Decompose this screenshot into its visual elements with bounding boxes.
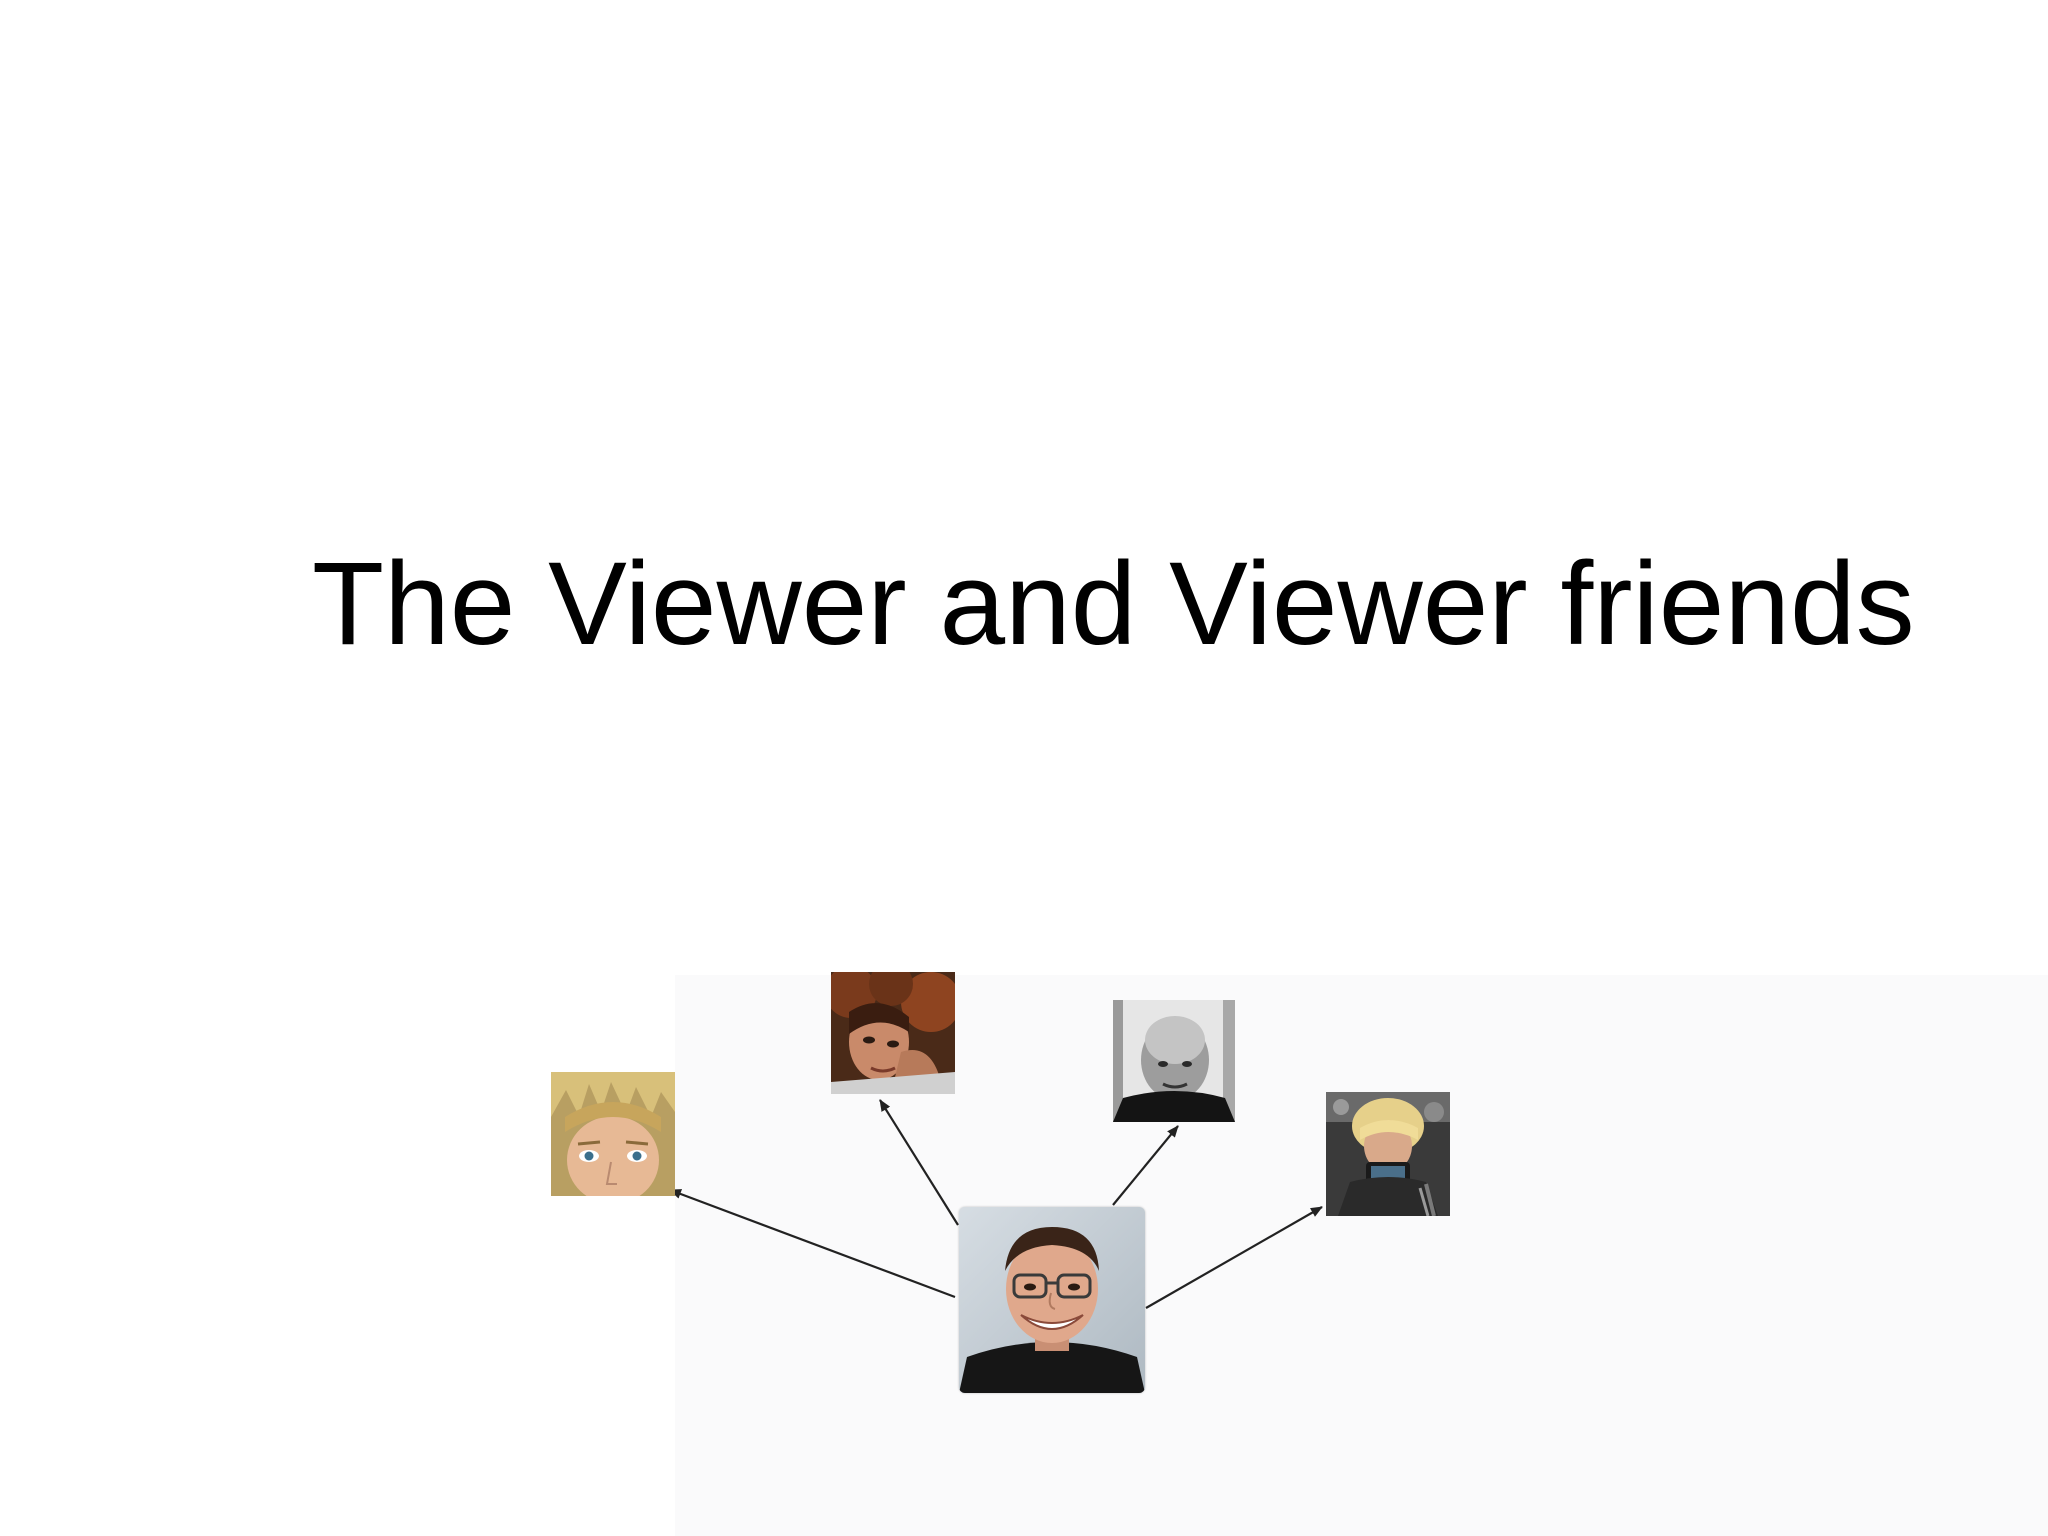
viewer-photo-icon — [959, 1207, 1145, 1393]
arrow-to-friend-1 — [669, 1188, 956, 1299]
arrow-to-friend-3 — [1112, 1125, 1179, 1206]
arrow-to-friend-4 — [1145, 1206, 1323, 1309]
friend-avatar — [1326, 1092, 1450, 1216]
friend-avatar — [831, 972, 955, 1094]
viewer-avatar — [959, 1207, 1145, 1393]
friend-avatar — [551, 1072, 675, 1196]
friend-photo-icon — [1113, 1000, 1235, 1122]
slide-title: The Viewer and Viewer friends — [312, 538, 1915, 670]
friend-photo-icon — [1326, 1092, 1450, 1216]
friend-photo-icon — [831, 972, 955, 1094]
friend-avatar — [1113, 1000, 1235, 1122]
friend-photo-icon — [551, 1072, 675, 1196]
arrow-to-friend-2 — [879, 1099, 959, 1226]
